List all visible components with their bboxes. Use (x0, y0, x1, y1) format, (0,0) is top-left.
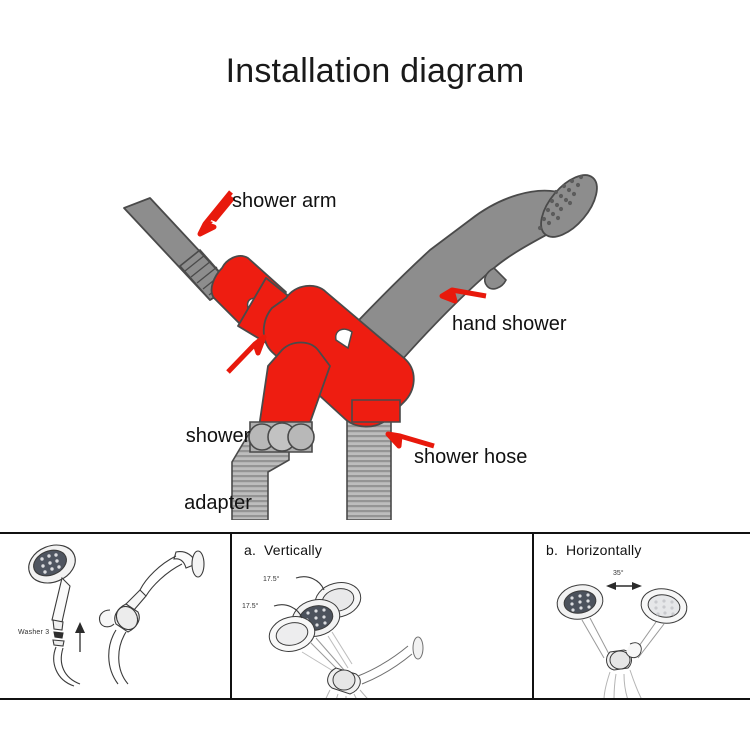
panel-parts-svg (28, 544, 205, 687)
callout-label-shower-adapter: shower adapter (172, 380, 264, 559)
arrow-shower-arm (197, 190, 235, 237)
angle-label-horizontal-1: 35° (613, 570, 624, 577)
callout-label-hand-shower: hand shower (452, 313, 567, 335)
panel-horizontal-heading: b. Horizontally (546, 542, 642, 558)
angle-label-vertical-2: 17.5° (242, 603, 259, 610)
panel-vertical: a. Vertically (232, 534, 534, 698)
panel-vertical-heading: a. Vertically (244, 542, 322, 558)
callout-arrows (197, 190, 487, 449)
shower-adapter-part (210, 255, 415, 435)
panel-horizontal: b. Horizontally (534, 534, 748, 698)
panel-vertical-letter: a. (244, 542, 257, 558)
panel-horizontal-letter: b. (546, 542, 559, 558)
panel-parts: Washer 3 (0, 534, 232, 698)
callout-label-shower-arm: shower arm (232, 190, 337, 212)
panel-vertical-svg (268, 576, 424, 698)
arrow-shower-hose (385, 431, 435, 449)
arrow-hand-shower (439, 287, 487, 304)
panel-horizontal-svg (556, 582, 688, 698)
arrow-shower-adapter (226, 334, 267, 374)
callout-label-shower-adapter-line1: shower (185, 424, 251, 447)
main-illustration (0, 100, 750, 520)
washer-label: Washer 3 (18, 629, 50, 636)
callout-label-shower-adapter-line2: adapter (184, 491, 252, 514)
page-title: Installation diagram (225, 52, 525, 90)
panel-vertical-title: Vertically (264, 542, 323, 558)
shower-hose-part (346, 411, 392, 520)
panel-horizontal-title: Horizontally (566, 542, 642, 558)
swivel-joint-part (248, 421, 315, 453)
angle-label-vertical-1: 17.5° (263, 576, 280, 583)
instruction-panels: Washer 3 a. Vertically (0, 532, 750, 700)
main-illustration-svg (123, 174, 598, 520)
callout-label-shower-hose: shower hose (414, 446, 528, 468)
